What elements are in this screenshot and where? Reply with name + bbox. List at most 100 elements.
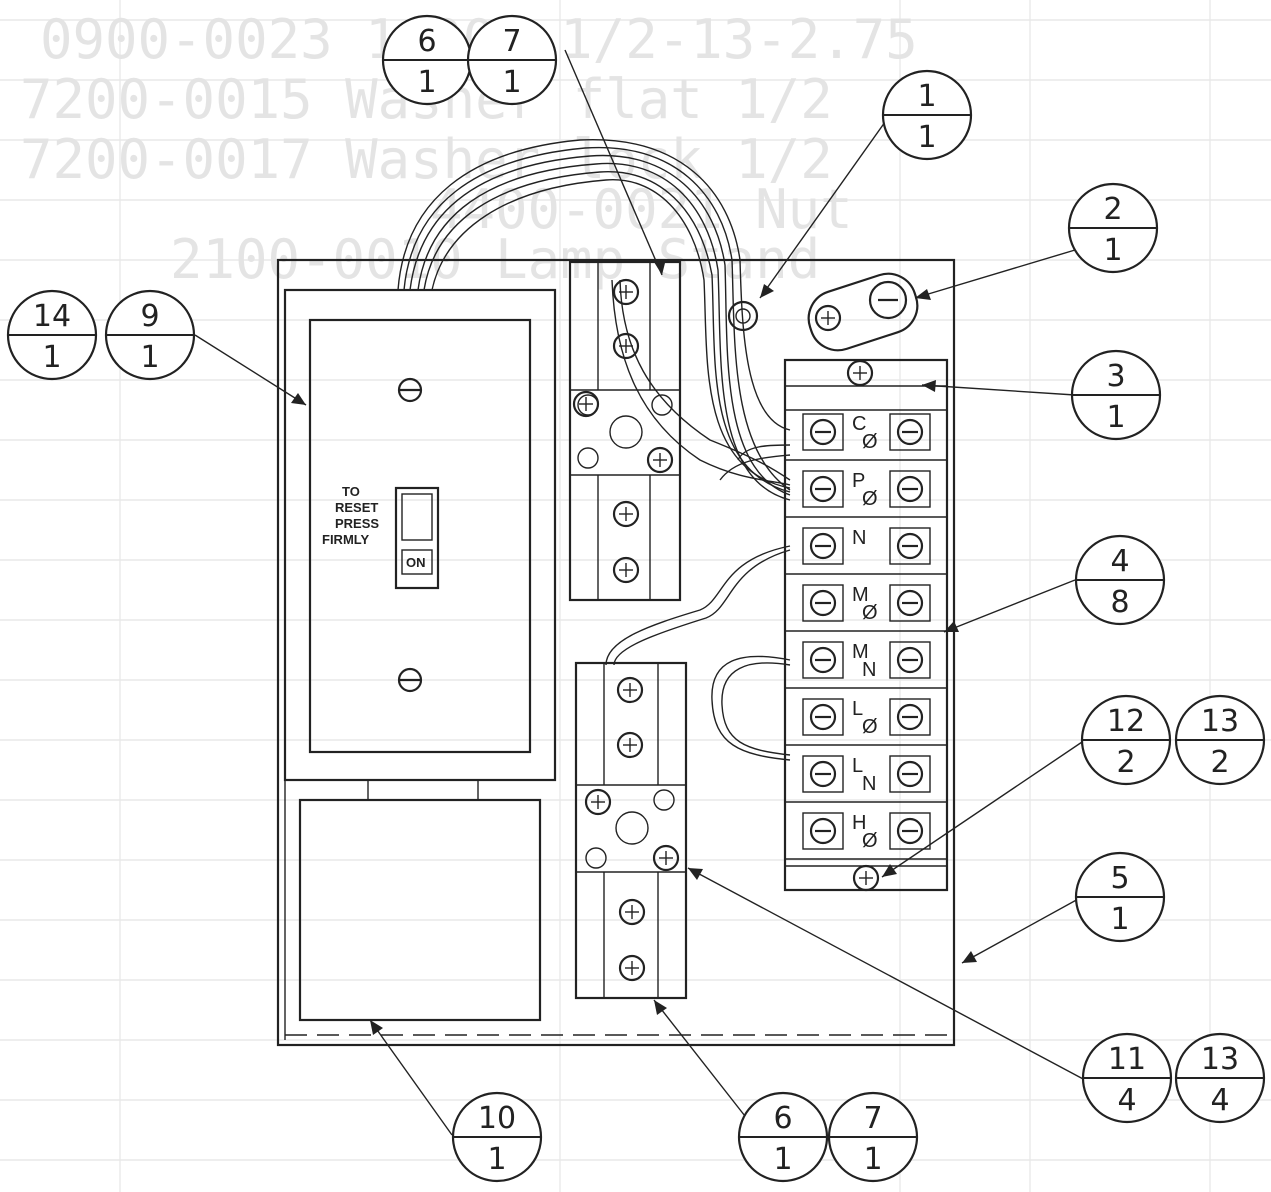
phillips-screw-icon — [618, 898, 646, 926]
balloon-item-number: 14 — [33, 299, 71, 334]
balloon-quantity: 1 — [1103, 233, 1122, 268]
balloon-quantity: 1 — [1110, 902, 1129, 937]
phillips-screw-icon — [646, 446, 674, 474]
phillips-screw-icon — [652, 844, 680, 872]
breaker-instruction-line: FIRMLY — [322, 532, 370, 547]
terminal-screw-icon — [896, 646, 924, 674]
terminal-screw-icon — [809, 703, 837, 731]
callout-balloon: 71 — [827, 1091, 919, 1183]
lower-compartment — [285, 779, 555, 1022]
callout-balloon: 114 — [1081, 1032, 1173, 1124]
breaker-switch-label: ON — [406, 555, 426, 570]
callout-balloon: 101 — [451, 1091, 543, 1183]
terminal-screw-icon — [809, 760, 837, 788]
callout-balloon: 132 — [1174, 694, 1266, 786]
wire-bundle — [397, 139, 791, 761]
terminal-screw-icon — [809, 418, 837, 446]
balloon-item-number: 7 — [502, 24, 521, 59]
balloon-item-number: 5 — [1110, 861, 1129, 896]
callout-balloon: 71 — [466, 14, 558, 106]
terminal-label: L — [852, 755, 863, 777]
callout-balloon: 21 — [1067, 182, 1159, 274]
terminal-screw-icon — [896, 817, 924, 845]
phillips-screw-icon — [612, 278, 640, 306]
terminal-row: MØ — [785, 584, 947, 632]
callout-balloon: 11 — [881, 69, 973, 161]
terminal-screw-icon — [896, 418, 924, 446]
terminal-sublabel: Ø — [862, 830, 878, 852]
callout-balloon: 134 — [1174, 1032, 1266, 1124]
balloon-item-number: 7 — [863, 1101, 882, 1136]
balloon-item-number: 6 — [773, 1101, 792, 1136]
breaker-instruction-line: RESET — [335, 500, 378, 515]
terminal-sublabel: Ø — [862, 431, 878, 453]
phillips-screw-icon — [618, 954, 646, 982]
terminal-row: LØ — [785, 698, 947, 746]
callout-balloon: 48 — [1074, 534, 1166, 626]
terminal-label: M — [852, 641, 869, 663]
terminal-sublabel: Ø — [862, 716, 878, 738]
phillips-screw-icon — [584, 788, 612, 816]
balloon-quantity: 1 — [917, 120, 936, 155]
balloon-quantity: 1 — [863, 1142, 882, 1177]
terminal-screw-icon — [809, 532, 837, 560]
balloon-item-number: 1 — [917, 79, 936, 114]
terminal-screw-icon — [896, 760, 924, 788]
phillips-screw-icon — [852, 864, 880, 892]
balloon-item-number: 10 — [478, 1101, 516, 1136]
terminal-label: N — [852, 527, 866, 549]
balloon-quantity: 2 — [1116, 745, 1135, 780]
breaker-switch: ON — [394, 486, 440, 590]
lower-mounting-rail — [574, 661, 688, 1000]
balloon-item-number: 12 — [1107, 704, 1145, 739]
balloon-item-number: 2 — [1103, 192, 1122, 227]
upper-mounting-rail — [568, 260, 682, 602]
balloon-quantity: 8 — [1110, 585, 1129, 620]
terminal-label: L — [852, 698, 863, 720]
terminal-screw-icon — [896, 532, 924, 560]
terminal-label: H — [852, 812, 866, 834]
terminal-screw-icon — [809, 475, 837, 503]
callout-balloon: 51 — [1074, 851, 1166, 943]
balloon-item-number: 6 — [417, 24, 436, 59]
background-text-line: 4400-0021 Nut — [430, 178, 853, 241]
terminal-row: CØ — [785, 413, 947, 461]
terminal-row: HØ — [785, 812, 947, 860]
balloon-quantity: 1 — [773, 1142, 792, 1177]
balloon-quantity: 1 — [502, 65, 521, 100]
terminal-row: MN — [785, 641, 947, 689]
breaker-housing: TO RESET PRESS FIRMLY ON — [283, 288, 557, 782]
leader-lines — [194, 49, 1086, 1136]
phillips-screw-icon — [846, 359, 874, 387]
screw-icon — [397, 377, 423, 403]
phillips-screw-icon — [612, 556, 640, 584]
balloon-item-number: 11 — [1108, 1042, 1146, 1077]
callout-balloon: 61 — [381, 14, 473, 106]
balloon-quantity: 4 — [1210, 1083, 1229, 1118]
terminal-label: P — [852, 470, 865, 492]
terminal-screw-icon — [896, 475, 924, 503]
breaker-instruction-line: PRESS — [335, 516, 379, 531]
terminal-label: M — [852, 584, 869, 606]
terminal-row: PØ — [785, 470, 947, 518]
terminal-screw-icon — [896, 589, 924, 617]
terminal-screw-icon — [896, 703, 924, 731]
terminal-row: LN — [785, 755, 947, 803]
terminal-sublabel: Ø — [862, 488, 878, 510]
background-text-line: 7200-0017 Washer lock 1/2 — [20, 128, 833, 191]
balloon-quantity: 1 — [1106, 400, 1125, 435]
callout-balloon: 122 — [1080, 694, 1172, 786]
terminal-sublabel: Ø — [862, 602, 878, 624]
phillips-screw-icon — [616, 731, 644, 759]
screw-icon — [397, 667, 423, 693]
terminal-row: N — [785, 527, 947, 575]
terminal-sublabel: N — [862, 773, 876, 795]
terminal-screw-icon — [809, 589, 837, 617]
terminal-sublabel: N — [862, 659, 876, 681]
balloon-item-number: 13 — [1201, 1042, 1239, 1077]
balloon-item-number: 3 — [1106, 359, 1125, 394]
balloon-quantity: 1 — [417, 65, 436, 100]
